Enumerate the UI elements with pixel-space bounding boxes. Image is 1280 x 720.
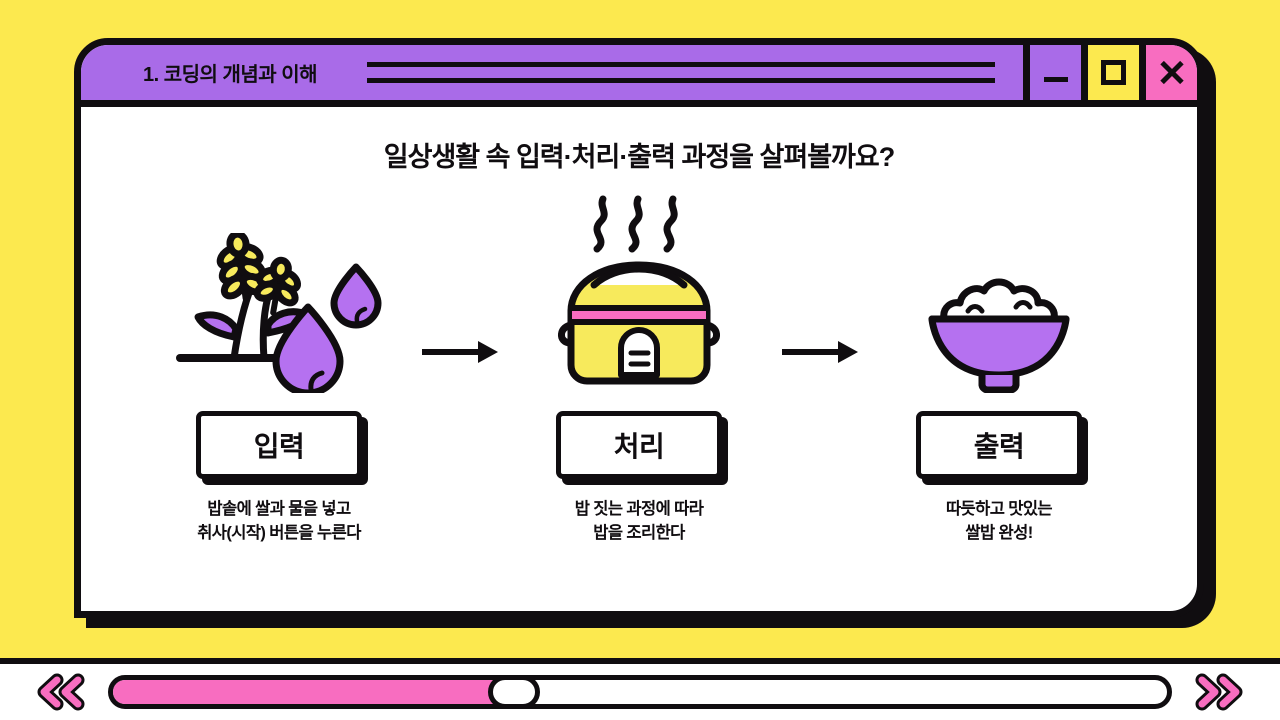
process-flow: 입력 밥솥에 쌀과 물을 넣고 취사(시작) 버튼을 누른다 [81, 188, 1197, 546]
rice-plant-and-water-drops-icon [145, 188, 413, 393]
window-title: 1. 코딩의 개념과 이해 [143, 64, 318, 86]
stage-output-label-box: 출력 [916, 411, 1088, 485]
app-window: 1. 코딩의 개념과 이해 일상생활 속 입력·처리·출력 과정을 살펴볼까요? [74, 38, 1204, 618]
stage-input-caption: 밥솥에 쌀과 물을 넣고 취사(시작) 버튼을 누른다 [197, 500, 361, 542]
next-slide-button[interactable] [1194, 672, 1246, 712]
stage-input-label-box: 입력 [196, 411, 368, 485]
stage-process-caption: 밥 짓는 과정에 따라 밥을 조리한다 [574, 500, 704, 542]
bowl-of-rice-icon [865, 188, 1133, 393]
progress-bar-fill [113, 680, 513, 704]
progress-bar[interactable] [108, 675, 1172, 709]
page-title: 일상생활 속 입력·처리·출력 과정을 살펴볼까요? [383, 142, 895, 172]
double-chevron-right-icon [1195, 673, 1243, 711]
window-content: 일상생활 속 입력·처리·출력 과정을 살펴볼까요? [81, 107, 1197, 611]
maximize-button[interactable] [1081, 45, 1139, 100]
title-bar-decoration-lines [317, 45, 1023, 100]
progress-bar-thumb[interactable] [487, 680, 540, 704]
double-chevron-left-icon [37, 673, 85, 711]
close-icon [1158, 59, 1186, 87]
stage-input: 입력 밥솥에 쌀과 물을 넣고 취사(시작) 버튼을 누른다 [145, 188, 413, 546]
title-bar-line-2 [367, 78, 995, 83]
stage-output: 출력 따듯하고 맛있는 쌀밥 완성! [865, 188, 1133, 546]
minimize-icon [1043, 77, 1068, 82]
previous-slide-button[interactable] [34, 672, 86, 712]
close-button[interactable] [1139, 45, 1197, 100]
title-bar-line-1 [367, 62, 995, 67]
right-arrow-icon [773, 188, 865, 366]
maximize-icon [1101, 60, 1126, 85]
stage-output-label: 출력 [916, 411, 1082, 479]
minimize-button[interactable] [1023, 45, 1081, 100]
rice-cooker-with-steam-icon [505, 188, 773, 393]
stage-process-label-box: 처리 [556, 411, 728, 485]
window-title-bar: 1. 코딩의 개념과 이해 [81, 45, 1197, 107]
stage-process: 처리 밥 짓는 과정에 따라 밥을 조리한다 [505, 188, 773, 546]
right-arrow-icon [413, 188, 505, 366]
stage-process-label: 처리 [556, 411, 722, 479]
bottom-navigation-bar [0, 658, 1280, 720]
stage-input-label: 입력 [196, 411, 362, 479]
stage-output-caption: 따듯하고 맛있는 쌀밥 완성! [945, 500, 1053, 542]
